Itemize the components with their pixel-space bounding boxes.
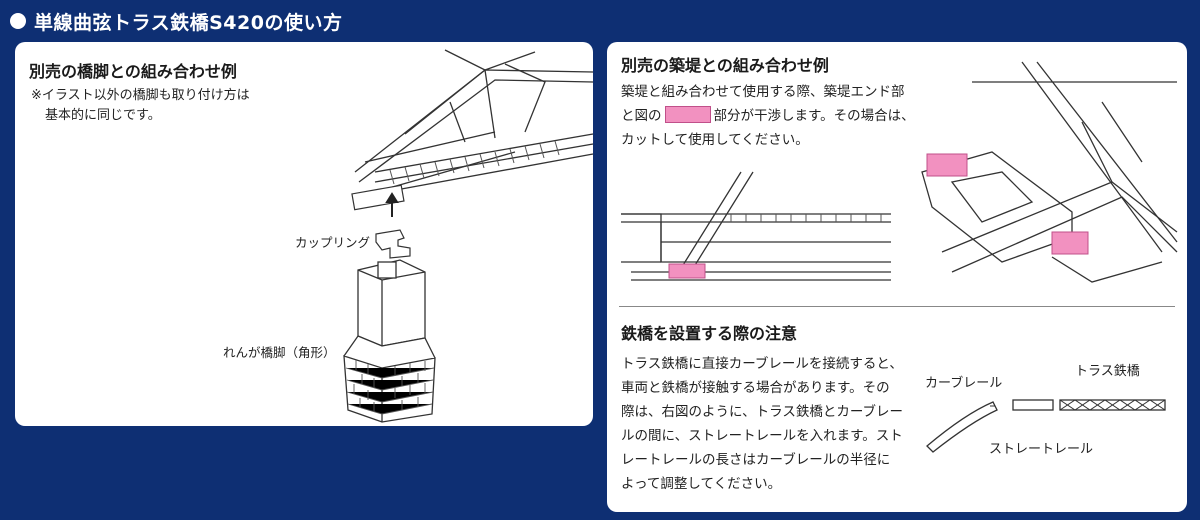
section-header: 単線曲弦トラス鉄橋S420の使い方 [10, 6, 342, 36]
embankment-text-line2: と図の 部分が干渉します。その場合は、 [621, 104, 915, 128]
embankment-perspective-illustration [921, 61, 1178, 283]
embankment-text-line3: カットして使用してください。 [621, 132, 809, 148]
caution-text-line3: 際は、右図のように、トラス鉄橋とカーブレー [621, 404, 904, 420]
caution-text-line6: よって調整してください。 [621, 476, 782, 492]
section-title: 単線曲弦トラス鉄橋S420の使い方 [34, 11, 343, 34]
section-divider [619, 306, 1175, 307]
pier-note-line1: ※イラスト以外の橋脚も取り付け方は [31, 88, 250, 103]
embankment-line2-pre: と図の [621, 108, 662, 124]
caution-text-line5: レートレールの長さはカーブレールの半径に [621, 452, 891, 468]
pier-label: れんが橋脚（角形） [223, 345, 336, 360]
embankment-text-line1: 築堤と組み合わせて使用する際、築堤エンド部 [621, 84, 905, 100]
coupling-label: カップリング [295, 235, 371, 250]
pier-note-line2: 基本的に同じです。 [45, 108, 161, 123]
brick-pier-illustration [343, 259, 436, 423]
pier-example-title: 別売の橋脚との組み合わせ例 [29, 62, 237, 81]
caution-text-line4: ルの間に、ストレートレールを入れます。スト [621, 428, 903, 444]
embankment-line2-post: 部分が干渉します。その場合は、 [713, 108, 915, 124]
embankment-panel: 別売の築堤との組み合わせ例 築堤と組み合わせて使用する際、築堤エンド部 と図の 部… [607, 42, 1187, 512]
pier-example-panel: 別売の橋脚との組み合わせ例 ※イラスト以外の橋脚も取り付け方は 基本的に同じです… [15, 42, 594, 426]
rail-layout-diagram [926, 399, 1166, 453]
bullet-icon [10, 13, 26, 29]
straight-rail-label: ストレートレール [989, 442, 1094, 457]
truss-bridge-illustration [351, 49, 594, 211]
curve-rail-label: カーブレール [925, 376, 1003, 391]
interference-highlight-swatch [664, 106, 711, 123]
embankment-title: 別売の築堤との組み合わせ例 [621, 56, 829, 75]
truss-bridge-label: トラス鉄橋 [1075, 364, 1140, 379]
caution-text-line2: 車両と鉄橋が接触する場合があります。その [621, 380, 890, 396]
caution-text-line1: トラス鉄橋に直接カーブレールを接続すると、 [621, 356, 903, 372]
embankment-side-illustration [621, 171, 891, 281]
installation-caution-title: 鉄橋を設置する際の注意 [621, 324, 798, 343]
